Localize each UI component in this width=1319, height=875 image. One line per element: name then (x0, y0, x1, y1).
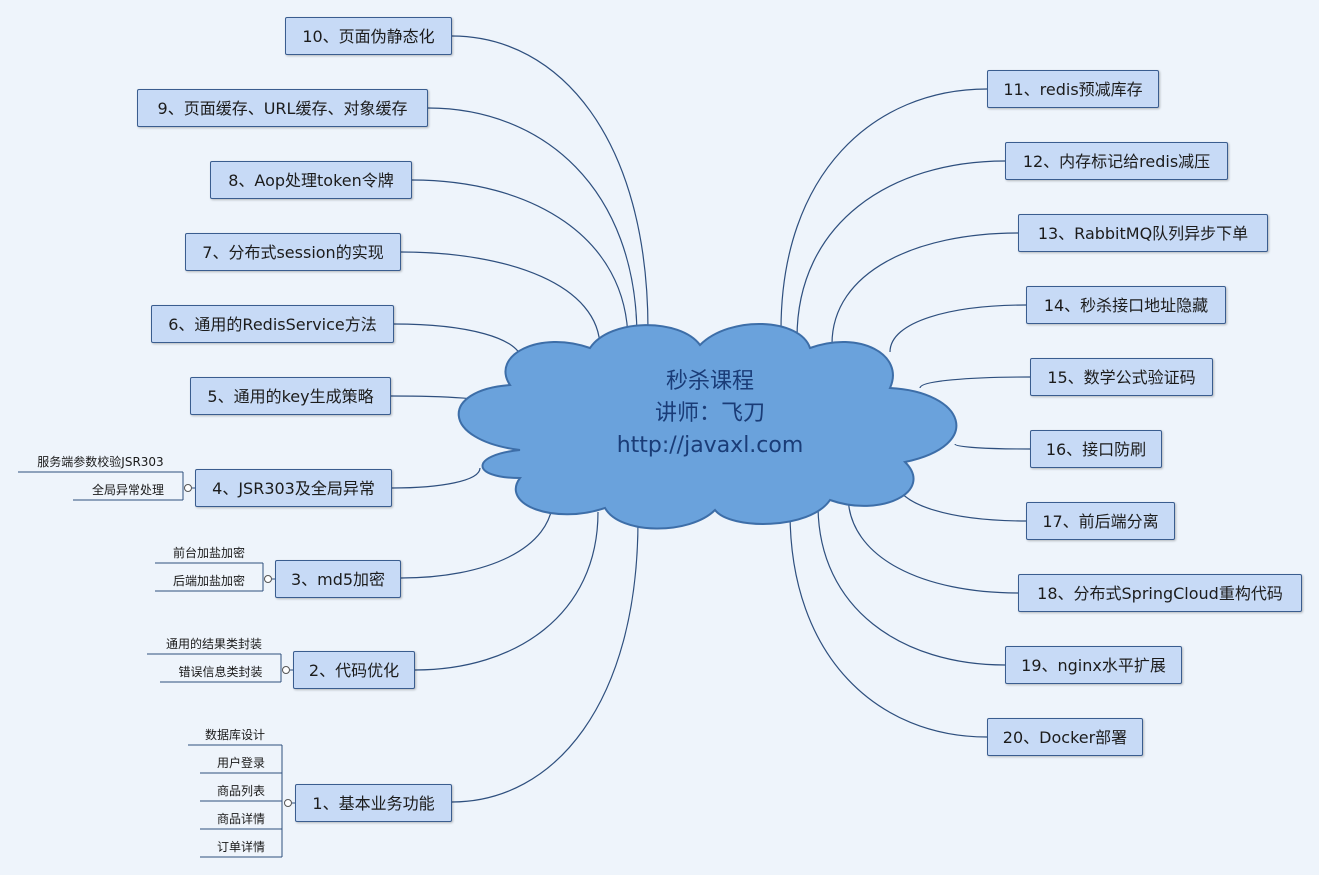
branch-node-17[interactable]: 17、前后端分离 (1026, 502, 1175, 540)
connector-right-20 (789, 511, 988, 738)
branch-node-9[interactable]: 9、页面缓存、URL缓存、对象缓存 (137, 89, 428, 127)
connector-left-3 (400, 496, 554, 579)
subtopic-2-2[interactable]: 错误信息类封装 (178, 665, 263, 679)
central-url: http://javaxl.com (616, 433, 804, 458)
subtopic-1-3[interactable]: 商品列表 (216, 784, 265, 798)
collapse-toggle-1[interactable] (284, 799, 292, 807)
subtopic-2-1[interactable]: 通用的结果类封装 (165, 637, 262, 651)
branch-node-1[interactable]: 1、基本业务功能 (295, 784, 452, 822)
branch-node-14[interactable]: 14、秒杀接口地址隐藏 (1026, 286, 1226, 324)
connector-right-16 (954, 443, 1031, 450)
collapse-toggle-2[interactable] (282, 666, 290, 674)
subtopic-4-1[interactable]: 服务端参数校验JSR303 (37, 455, 164, 469)
subtopic-1-1[interactable]: 数据库设计 (204, 728, 265, 742)
connector-right-14 (889, 304, 1027, 353)
collapse-toggle-3[interactable] (264, 575, 272, 583)
branch-node-16[interactable]: 16、接口防刷 (1030, 430, 1162, 468)
branch-node-15[interactable]: 15、数学公式验证码 (1030, 358, 1213, 396)
connector-left-1 (451, 519, 639, 803)
subtopic-3-1[interactable]: 前台加盐加密 (172, 546, 245, 560)
connector-left-6 (393, 323, 523, 363)
branch-node-6[interactable]: 6、通用的RedisService方法 (151, 305, 394, 343)
connector-left-7 (400, 251, 601, 349)
connector-left-4 (391, 467, 481, 489)
sub-topic-connectors (18, 471, 295, 858)
branch-node-19[interactable]: 19、nginx水平扩展 (1005, 646, 1182, 684)
central-topic-cloud[interactable] (457, 322, 958, 530)
branch-node-2[interactable]: 2、代码优化 (293, 651, 415, 689)
connector-left-8 (411, 179, 629, 343)
branch-node-8[interactable]: 8、Aop处理token令牌 (210, 161, 412, 199)
branch-node-10[interactable]: 10、页面伪静态化 (285, 17, 452, 55)
connector-left-9 (427, 107, 638, 339)
subtopic-3-2[interactable]: 后端加盐加密 (172, 574, 245, 588)
branch-node-4[interactable]: 4、JSR303及全局异常 (195, 469, 392, 507)
branch-node-7[interactable]: 7、分布式session的实现 (185, 233, 401, 271)
connector-right-13 (831, 232, 1019, 345)
connector-left-10 (451, 35, 649, 331)
connector-left-2 (414, 511, 599, 671)
branch-node-3[interactable]: 3、md5加密 (275, 560, 401, 598)
connector-right-18 (847, 494, 1019, 594)
branch-connectors (390, 35, 1031, 803)
subtopic-1-5[interactable]: 订单详情 (216, 840, 265, 854)
collapse-toggle-4[interactable] (184, 484, 192, 492)
central-title: 秒杀课程 (665, 369, 754, 394)
subtopic-1-4[interactable]: 商品详情 (216, 812, 265, 826)
central-teacher: 讲师：飞刀 (654, 401, 765, 426)
connector-right-11 (780, 88, 988, 331)
subtopic-1-2[interactable]: 用户登录 (216, 756, 265, 770)
connector-right-17 (894, 477, 1027, 522)
subtopic-4-2[interactable]: 全局异常处理 (91, 483, 164, 497)
branch-node-20[interactable]: 20、Docker部署 (987, 718, 1143, 756)
central-topic-text: 秒杀课程 讲师：飞刀 http://javaxl.com (560, 366, 860, 462)
connector-right-15 (919, 376, 1031, 389)
branch-node-13[interactable]: 13、RabbitMQ队列异步下单 (1018, 214, 1268, 252)
branch-node-12[interactable]: 12、内存标记给redis减压 (1005, 142, 1228, 180)
branch-node-11[interactable]: 11、redis预减库存 (987, 70, 1159, 108)
connector-right-12 (796, 160, 1006, 339)
branch-node-5[interactable]: 5、通用的key生成策略 (190, 377, 391, 415)
branch-node-18[interactable]: 18、分布式SpringCloud重构代码 (1018, 574, 1302, 612)
connector-right-19 (817, 504, 1006, 666)
